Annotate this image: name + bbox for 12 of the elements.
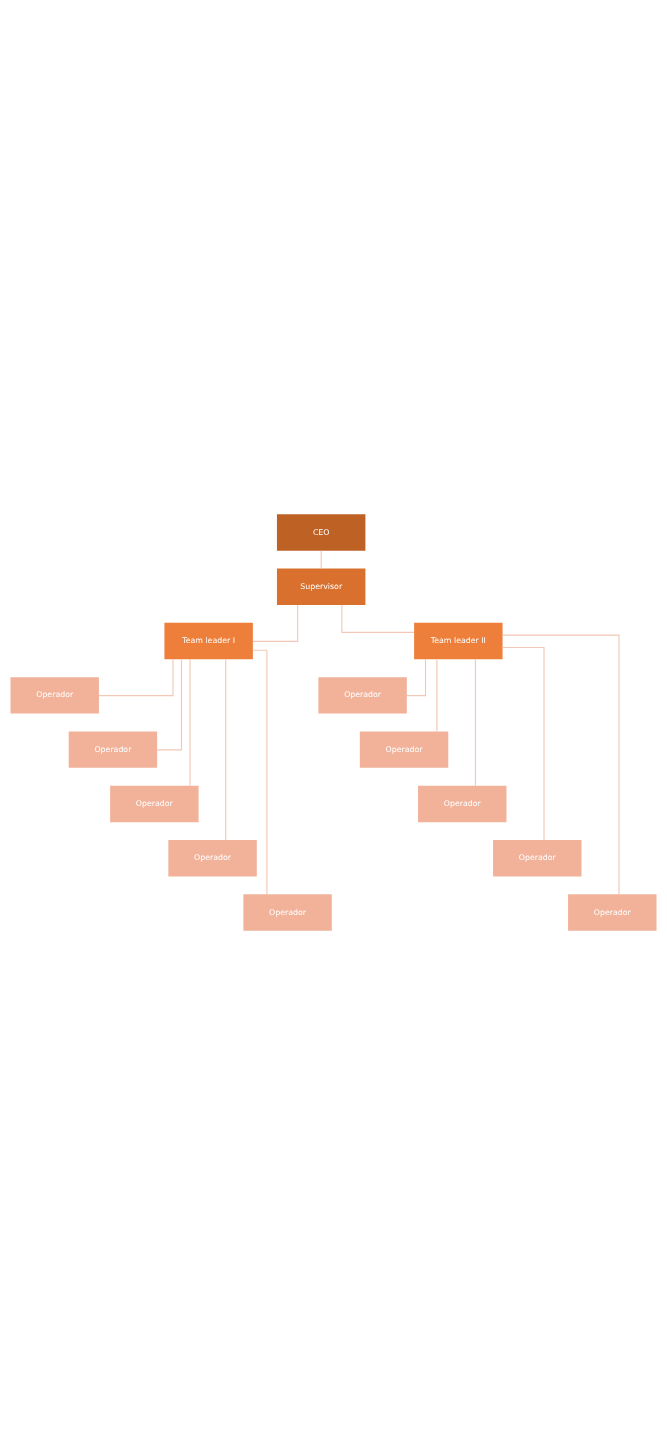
connector bbox=[406, 658, 427, 697]
connector bbox=[502, 646, 545, 841]
connector bbox=[156, 658, 183, 751]
connector bbox=[252, 604, 299, 642]
connector bbox=[189, 658, 191, 787]
connector bbox=[502, 634, 620, 895]
connector bbox=[252, 649, 268, 895]
connector bbox=[436, 658, 438, 732]
connector bbox=[341, 604, 415, 633]
connector bbox=[98, 658, 174, 697]
connector bbox=[474, 658, 476, 787]
connector bbox=[225, 658, 227, 841]
